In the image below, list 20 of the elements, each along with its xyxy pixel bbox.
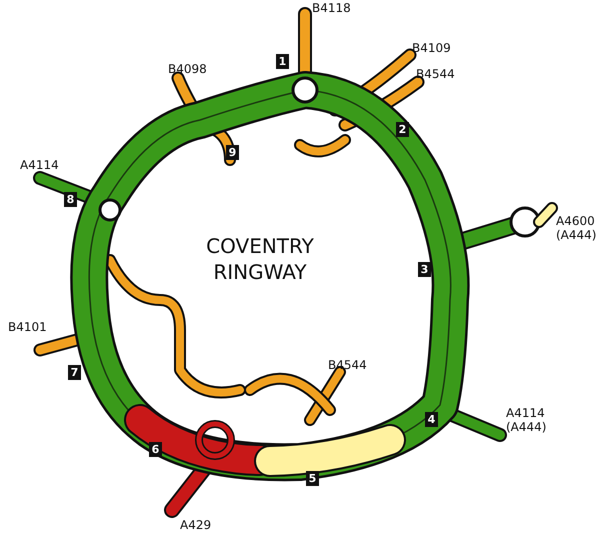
road-label: B4101 (8, 320, 47, 334)
junction-number: 5 (306, 471, 319, 486)
junction-number: 4 (425, 412, 438, 427)
junction-number: 3 (418, 262, 431, 277)
junction-number: 8 (64, 192, 77, 207)
road-label: B4544 (416, 67, 455, 81)
map-title: COVENTRY RINGWAY (205, 233, 315, 285)
road-label: A4114 (20, 158, 59, 172)
road-label: B4544 (328, 358, 367, 372)
road-label: B4118 (312, 1, 351, 15)
road-label: B4098 (168, 62, 207, 76)
junction-number: 7 (68, 365, 81, 380)
road-label: A429 (180, 518, 212, 532)
junction-number: 6 (149, 442, 162, 457)
road-label: A4600 (A444) (556, 214, 598, 242)
junction-number: 9 (226, 145, 239, 160)
junction-number: 2 (396, 122, 409, 137)
junction-number: 1 (276, 54, 289, 69)
road-label: B4109 (412, 41, 451, 55)
road-label: A4114 (A444) (506, 406, 548, 434)
